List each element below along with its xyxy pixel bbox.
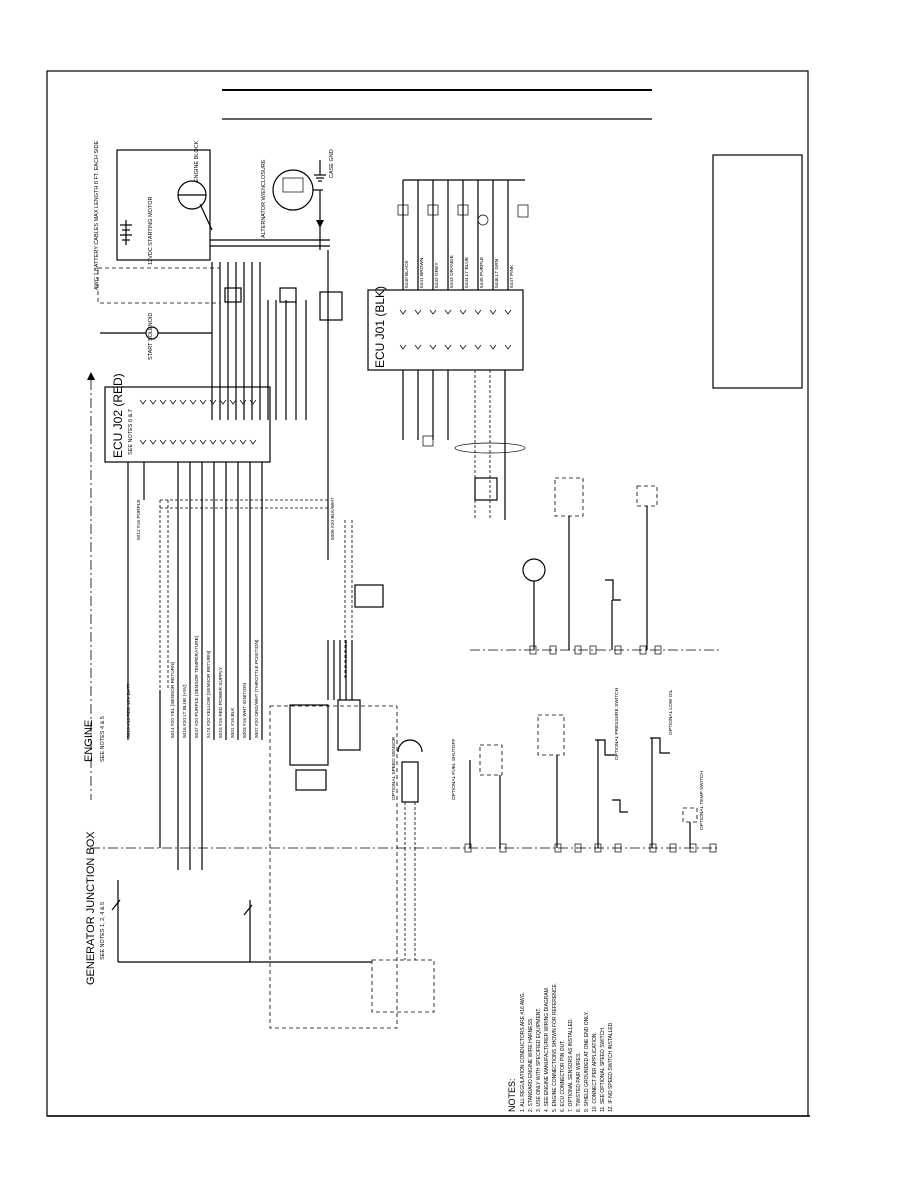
engine-connector-group [289,640,361,791]
notes-block: NOTES: 1. ALL REGULATION CONDUCTORS ARE … [507,983,614,1112]
j02-wire-11: 5006 #20 BLK/WHT [330,497,336,540]
ecu-j01-box [367,289,524,371]
alternator-group [272,160,326,250]
page-border [46,70,809,1117]
note-2: 2. STANDARD ENGINE WIRE HARNESS. [528,1017,534,1112]
terminal-row-lower [464,843,717,853]
generator-junction-box-note: SEE NOTES 1, 2, 4 & 5 [100,902,106,960]
j02-bottom-wires [127,462,330,740]
note-9: 9. SHIELD GROUNDED AT ONE END ONLY. [584,1011,590,1112]
j02-top-wires [211,250,329,560]
generator-junction-box-title: GENERATOR JUNCTION BOX [85,831,97,985]
note-10: 10. CONNECT PER APPLICATION. [592,1032,598,1112]
connector-top-1 [224,287,242,303]
note-5: 5. ENGINE CONNECTIONS SHOWN FOR REFERENC… [552,983,558,1112]
optional-speed-sensor-label: OPTIONAL SPEED SENSOR [391,736,397,800]
note-6: 6. ECU CONNECTOR PIN OUT. [560,1040,566,1112]
generator-enclosure [269,705,398,1029]
j02-wire-4: 5047 #20 PURPLE (SENSOR TEMPERATURE) [194,635,200,738]
j01-wire-1: 5440 BLACK [404,259,410,288]
note-3: 3. USE ONLY WITH SPECIFIED EQUIPMENT. [536,1008,542,1112]
ecu-j02-note: SEE NOTES 6 & 7 [128,409,134,455]
legend-box [712,154,803,389]
note-1: 1. ALL REGULATION CONDUCTORS ARE #16 AWG… [520,992,526,1112]
j02-wire-labels: 5010 #16 RED 12V BATT 5014 #20 YEL (SENS… [126,497,336,738]
alternator-label: ALTERNATOR W/ENCLOSURE [261,159,267,238]
connector-mid [354,584,384,608]
j01-top-wires [397,179,529,290]
j02-wire-7: 5001 #16 BLK [230,707,236,738]
j01-wire-7: 5446 LT GRN [494,258,500,288]
note-4: 4. SEE ENGINE MANUFACTURER WIRING DIAGRA… [544,987,550,1112]
optional-sensor-center [397,739,423,848]
optional-pressure-switch-label: OPTIONAL PRESSURE SWITCH [614,687,620,760]
ecu-j01-pins [399,309,512,350]
battery-cables-label: AWG 1 BATTERY CABLES MAX LENGTH 8 FT. EA… [94,140,100,290]
note-12: 12. IF NO SPEED SWITCH INSTALLED. [608,1021,614,1112]
j01-wire-8: 5447 PINK [509,264,515,288]
j01-wire-labels: 5440 BLACK 5441 BROWN 5442 GREY 5443 ORA… [404,255,515,288]
j02-wire-2: 5014 #20 YEL (SENSOR RETURN) [170,661,176,738]
j01-wire-5: 5444 LT BLUE [464,257,470,288]
optional-temp-switch-label: OPTIONAL TEMP SWITCH [699,771,705,830]
optional-lower-components [469,714,698,848]
j02-wire-5: 5174 #20 YELLOW (SENSOR RETURN) [206,650,212,738]
j01-wire-2: 5441 BROWN [419,257,425,288]
note-11: 11. SEE OPTIONAL SPEED SWITCH. [600,1027,606,1112]
j02-wire-10: 5007 #20 ORG/WHT (THROTTLE POSITION) [254,639,260,738]
j01-bottom-wires [402,370,526,520]
connector-top-3 [319,291,343,321]
j02-wire-3: 5016 #20 LT BLUE (+5V) [182,684,188,738]
speed-module [371,959,435,1013]
ecu-j02-pins [139,399,257,445]
optional-low-oil-label: OPTIONAL LOW OIL [668,689,674,735]
starting-motor-group [97,149,330,304]
starting-motor-label: 12VDC STARTING MOTOR [148,197,154,265]
j01-wire-4: 5443 ORANGE [449,255,455,288]
engine-note: SEE NOTES 4 & 5 [100,716,106,762]
terminal-row-upper [529,645,662,655]
j02-wire-9: 5012 #16 PURPLE [136,499,142,540]
note-8: 8. TWISTED PAIR WIRES. [576,1052,582,1112]
j01-wire-3: 5442 GREY [434,262,440,288]
j02-wire-8: 5003 #16 WHT IGNITION [242,683,248,738]
engine-title: ENGINE [83,720,95,762]
engine-block-label: ENGINE BLOCK [194,140,200,182]
ecu-j02-box [104,386,271,463]
optional-fuel-shutoff-label: OPTIONAL FUEL SHUTOFF [451,739,457,800]
connector-top-2 [279,287,297,303]
ecu-j01-title: ECU J01 (BLK) [373,286,387,368]
ecu-j02-title: ECU J02 (RED) [111,373,125,458]
j02-wire-1: 5010 #16 RED 12V BATT [126,683,132,738]
right-sensors [522,477,658,650]
case-gnd-label: CASE GND [329,149,335,178]
j01-wire-6: 5445 PURPLE [479,257,485,288]
notes-title: NOTES: [507,1078,517,1112]
start-solenoid-label: START SOLENOID [148,313,154,360]
j02-wire-6: 5015 #16 RED POWER SUPPLY [218,666,224,738]
note-7: 7. OPTIONAL SENSORS AS INSTALLED. [568,1018,574,1112]
